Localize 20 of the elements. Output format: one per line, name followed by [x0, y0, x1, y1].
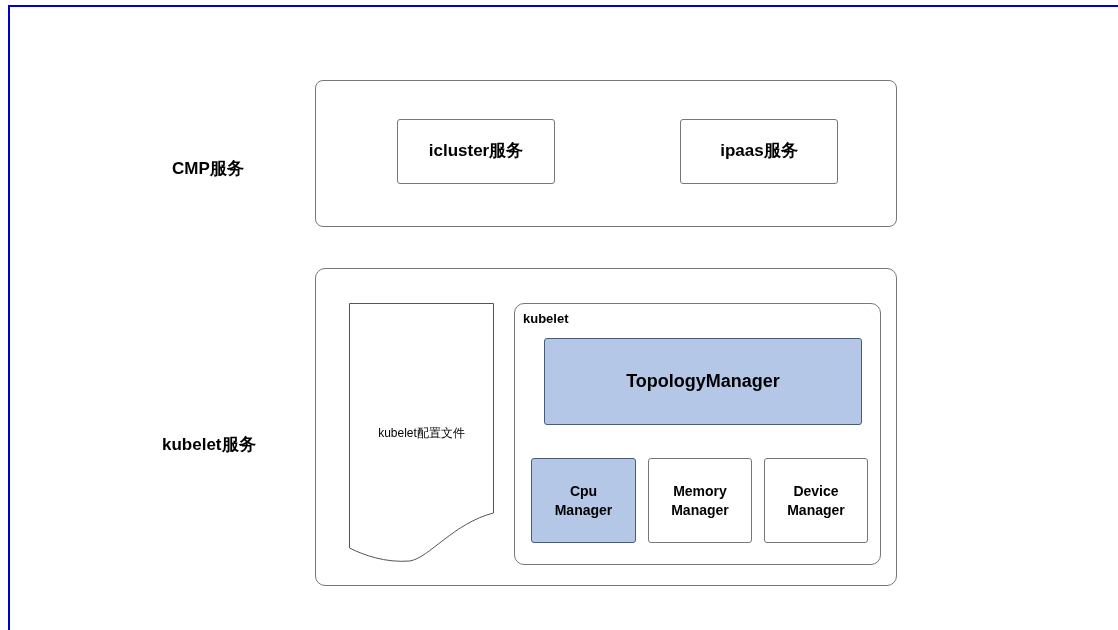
group-heading: CMP服务: [172, 158, 244, 180]
node-label: kubelet配置文件: [378, 424, 465, 442]
component-box: [764, 458, 868, 543]
node-label: kubelet: [523, 310, 569, 328]
node-label: Cpu Manager: [553, 481, 614, 520]
node-label: ipaas服务: [720, 140, 798, 163]
container-box: [514, 303, 881, 565]
component-box: [397, 119, 555, 184]
group-box: [315, 268, 897, 586]
node-label: Memory Manager: [670, 481, 730, 520]
component-box: [544, 338, 862, 425]
node-label: icluster服务: [428, 140, 524, 163]
node-label: TopologyManager: [626, 370, 780, 394]
component-box: [648, 458, 752, 543]
document-shape: [349, 303, 494, 563]
component-box: [531, 458, 636, 543]
group-heading: kubelet服务: [162, 434, 256, 456]
node-label: Device Manager: [786, 481, 846, 520]
group-box: [315, 80, 897, 227]
component-box: [680, 119, 838, 184]
